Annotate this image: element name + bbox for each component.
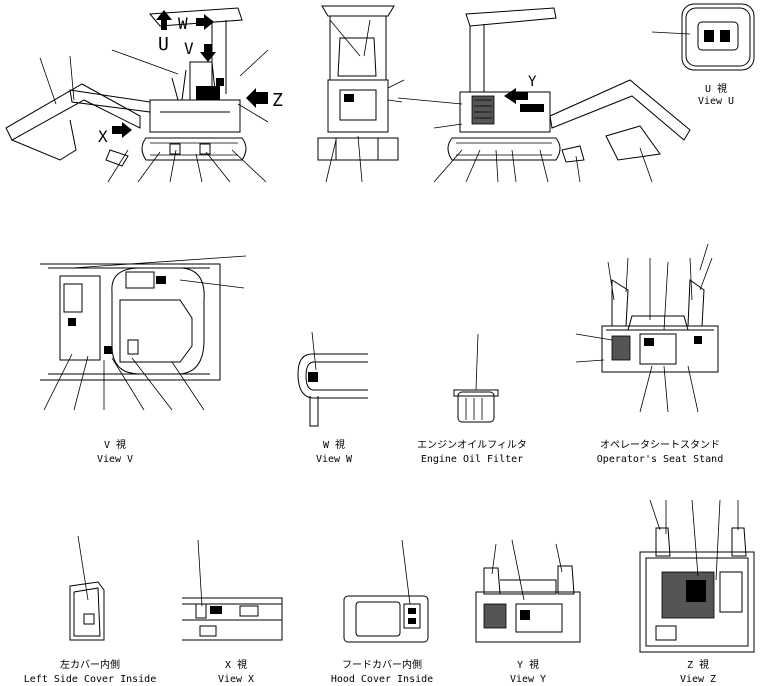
hood-cover-caption-jp: フードカバー内側 [342, 658, 422, 671]
arrow-y-icon [504, 88, 528, 104]
arrow-label-v: V [184, 39, 194, 58]
left-cover-caption-en: Left Side Cover Inside [24, 674, 156, 685]
view-x-detail: X 視 View X [182, 539, 283, 685]
view-y-caption-en: View Y [510, 674, 546, 685]
view-v-detail: V 視 View V [40, 255, 247, 465]
leader-lines [39, 49, 269, 183]
excavator-front-view [317, 5, 405, 183]
engine-oil-filter-detail: エンジンオイルフィルタ Engine Oil Filter [417, 333, 527, 465]
arrow-label-w: W [178, 14, 188, 33]
excavator-right-side-view: Y [397, 7, 691, 183]
view-v-caption-en: View V [97, 454, 133, 465]
view-u-caption-jp: U 視 [705, 82, 727, 95]
arrow-label-y: Y [528, 74, 537, 90]
view-w-detail: W 視 View W [297, 331, 368, 465]
arrow-label-x: X [98, 127, 108, 146]
hood-cover-caption-en: Hood Cover Inside [331, 674, 433, 685]
view-z-caption-jp: Z 視 [687, 658, 709, 671]
arrow-label-z: Z [272, 90, 283, 111]
hood-cover-inside-detail: フードカバー内側 Hood Cover Inside [331, 539, 433, 685]
view-z-detail: Z 視 View Z [639, 499, 755, 685]
view-x-caption-en: View X [218, 674, 254, 685]
arrow-x-icon [112, 122, 132, 138]
left-side-cover-inside-detail: 左カバー内側 Left Side Cover Inside [24, 535, 156, 685]
seat-stand-caption-jp: オペレータシートスタンド [600, 439, 720, 451]
oil-filter-caption-jp: エンジンオイルフィルタ [417, 439, 527, 451]
operators-seat-stand-detail: オペレータシートスタンド Operator's Seat Stand [575, 243, 723, 465]
view-y-caption-jp: Y 視 [517, 658, 539, 671]
view-z-caption-en: View Z [680, 674, 716, 685]
seat-stand-caption-en: Operator's Seat Stand [597, 454, 723, 465]
excavator-left-side-view: W U V Z X [5, 7, 283, 183]
view-v-caption-jp: V 視 [104, 438, 126, 451]
oil-filter-caption-en: Engine Oil Filter [421, 454, 523, 465]
arrow-label-u: U [158, 34, 169, 55]
view-u-detail: U 視 View U [651, 3, 755, 107]
left-cover-caption-jp: 左カバー内側 [60, 658, 120, 671]
view-x-caption-jp: X 視 [225, 658, 247, 671]
arrow-w-icon [196, 14, 214, 30]
view-y-detail: Y 視 View Y [475, 539, 581, 685]
view-u-caption-en: View U [698, 96, 734, 107]
arrow-u-icon [156, 10, 172, 30]
view-w-caption-en: View W [316, 454, 353, 465]
arrow-v-icon [200, 44, 216, 62]
view-w-caption-jp: W 視 [323, 438, 345, 451]
arrow-z-icon [246, 88, 268, 108]
